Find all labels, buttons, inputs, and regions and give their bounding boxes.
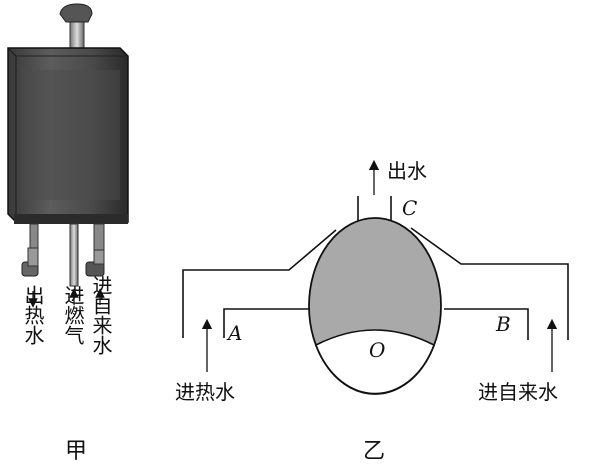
label-hot-in: 进热水	[175, 380, 235, 404]
left-outer-pipe	[182, 229, 337, 338]
label-outlet-hot: 出热水	[21, 285, 45, 345]
heater-body	[7, 47, 129, 224]
label-point-b: B	[495, 312, 511, 336]
label-tap-in: 进自来水	[478, 380, 558, 404]
label-inlet-tap: 进自来水	[89, 275, 113, 355]
flue-pipe	[59, 3, 93, 51]
heater-fittings	[21, 223, 105, 287]
right-inner-pipe	[444, 308, 529, 340]
vessel-o	[308, 217, 442, 395]
label-point-o: O	[369, 338, 385, 362]
vessel-lower-chamber	[314, 329, 436, 395]
label-point-a: A	[226, 321, 242, 345]
right-outer-pipe	[410, 227, 569, 340]
label-point-c: C	[402, 196, 417, 220]
caption-jia: 甲	[65, 439, 87, 464]
left-inner-pipe	[223, 308, 312, 338]
label-water-out: 出水	[387, 159, 427, 183]
heat-exchanger-schematic	[182, 196, 569, 340]
caption-yi: 乙	[363, 439, 385, 464]
label-inlet-gas: 进燃气	[61, 285, 85, 345]
water-heater-illustration	[7, 3, 129, 287]
